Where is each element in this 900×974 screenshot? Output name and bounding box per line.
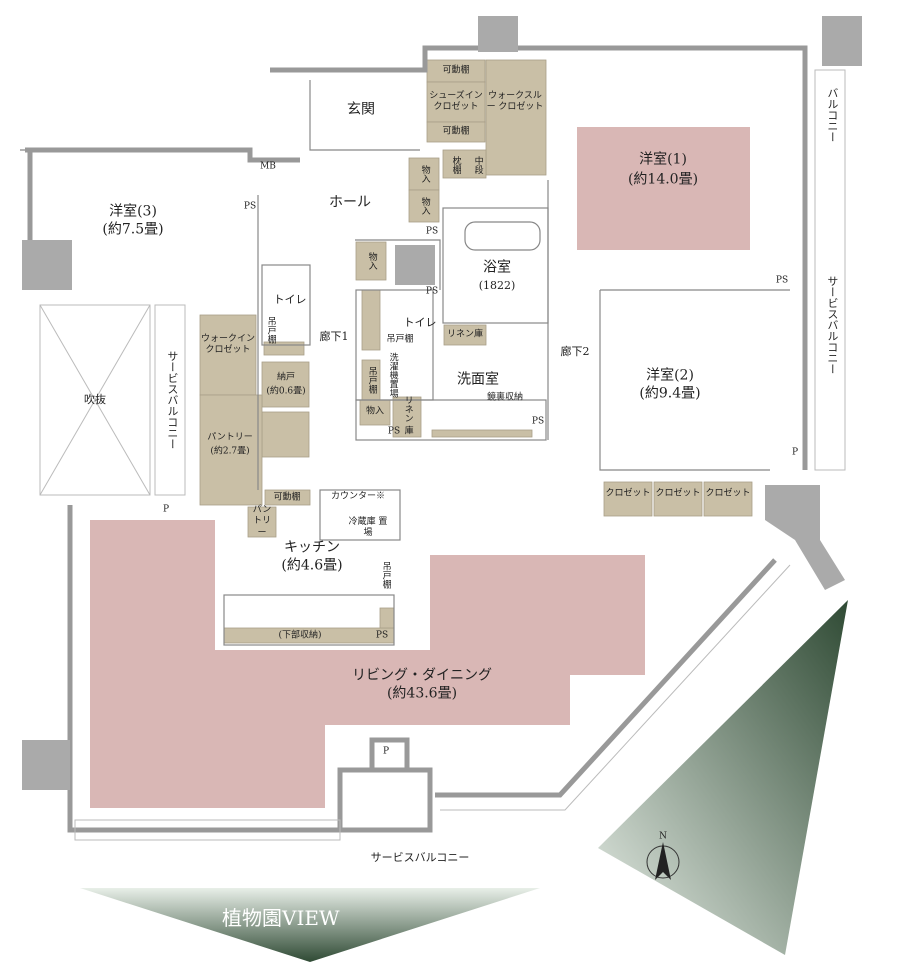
pillow-shelf: 枕棚 [450, 156, 461, 174]
room-western3: 洋室(3) [109, 203, 157, 220]
washer-space: 洗濯機置場 [387, 352, 398, 398]
movable-shelf-top: 可動棚 [442, 65, 470, 76]
room-washroom: 洗面室 [457, 371, 499, 388]
linen-closet-1: リネン庫 [446, 329, 484, 340]
void-label: 吹抜 [84, 393, 106, 407]
exterior-walls [25, 45, 808, 833]
storage-3: 物入 [366, 252, 377, 270]
shoes-closet: シューズイン クロゼット [429, 90, 483, 112]
view-label-bottom: 植物園VIEW [222, 906, 340, 930]
western1-floor [577, 127, 750, 250]
service-balcony-left-label: サービスバルコニー [165, 350, 179, 450]
room-living-size: (約43.6畳) [386, 685, 458, 702]
view-arrow-bottom [80, 888, 540, 962]
ps-marker: PS [531, 416, 545, 427]
ps-marker: PS [387, 426, 401, 437]
movable-shelf-kitchen: 可動棚 [273, 492, 301, 503]
p-marker: P [382, 746, 390, 757]
walk-in-closet: ウォークイン クロゼット [201, 333, 256, 355]
pantry-room-size: (約2.7畳) [210, 446, 250, 457]
counter: カウンター※ [330, 491, 386, 502]
storage-2: 物入 [419, 197, 430, 215]
room-western2-size: (約9.4畳) [639, 385, 701, 402]
room-western1: 洋室(1) [639, 151, 687, 168]
closet-1: クロゼット [605, 488, 651, 499]
room-toilet2: トイレ [403, 316, 437, 330]
p-marker: P [162, 504, 170, 515]
room-western3-size: (約7.5畳) [102, 221, 164, 238]
ps-marker: PS [425, 286, 439, 297]
mb-label: MB [260, 161, 276, 172]
ps-marker: PS [425, 226, 439, 237]
ps-marker: PS [243, 201, 257, 212]
room-hall: ホール [329, 194, 371, 211]
service-balcony-right-label: サービスバルコニー [825, 275, 839, 375]
room-living: リビング・ダイニング [352, 667, 492, 684]
closet-3: クロゼット [705, 488, 751, 499]
movable-shelf-mid: 可動棚 [442, 126, 470, 137]
interior-walls [20, 80, 790, 646]
ps-marker: PS [775, 275, 789, 286]
room-corridor2: 廊下2 [560, 345, 590, 359]
lower-storage: (下部収納) [278, 630, 322, 641]
balcony-rails [74, 69, 846, 841]
room-kitchen-size: (約4.6畳) [281, 557, 343, 574]
mirror-storage: 鏡裏収納 [486, 392, 524, 403]
room-bath-size: (1822) [478, 279, 516, 293]
room-toilet1: トイレ [273, 293, 307, 307]
pantry-room: パントリー [207, 432, 253, 443]
hanging-shelf-2: 吊戸棚 [386, 334, 414, 345]
room-kitchen: キッチン [284, 539, 340, 556]
structural-columns [22, 16, 862, 833]
p-marker: P [791, 447, 799, 458]
storage-areas [199, 59, 753, 644]
room-bath: 浴室 [483, 259, 511, 276]
closet-2: クロゼット [655, 488, 701, 499]
hanging-shelf-4: 吊戸棚 [380, 561, 391, 589]
middle-shelf: 中段 [472, 156, 483, 174]
room-corridor1: 廊下1 [319, 330, 349, 344]
living-floor [90, 520, 645, 808]
nando: 納戸 [276, 372, 296, 383]
room-entrance: 玄関 [347, 101, 375, 118]
compass-north-label: N [659, 831, 667, 842]
linen-closet-2: リネン 庫 [402, 395, 413, 435]
hanging-shelf-3: 吊戸棚 [366, 366, 377, 394]
void-area [39, 304, 151, 496]
compass-icon [646, 842, 680, 880]
ps-marker: PS [375, 630, 389, 641]
walk-through-closet: ウォークスルー クロゼット [486, 90, 544, 112]
room-western2: 洋室(2) [646, 367, 694, 384]
storage-1: 物入 [419, 165, 430, 183]
fridge-space: 冷蔵庫 置場 [348, 516, 388, 538]
room-western1-size: (約14.0畳) [627, 171, 699, 188]
pantry-small: パン トリー [252, 505, 272, 538]
hanging-shelf-1: 吊戸棚 [265, 316, 276, 344]
storage-4: 物入 [365, 406, 385, 417]
balcony-label: バルコニー [825, 87, 839, 143]
nando-size: (約0.6畳) [266, 386, 306, 397]
service-balcony-bottom-label: サービスバルコニー [370, 851, 470, 865]
